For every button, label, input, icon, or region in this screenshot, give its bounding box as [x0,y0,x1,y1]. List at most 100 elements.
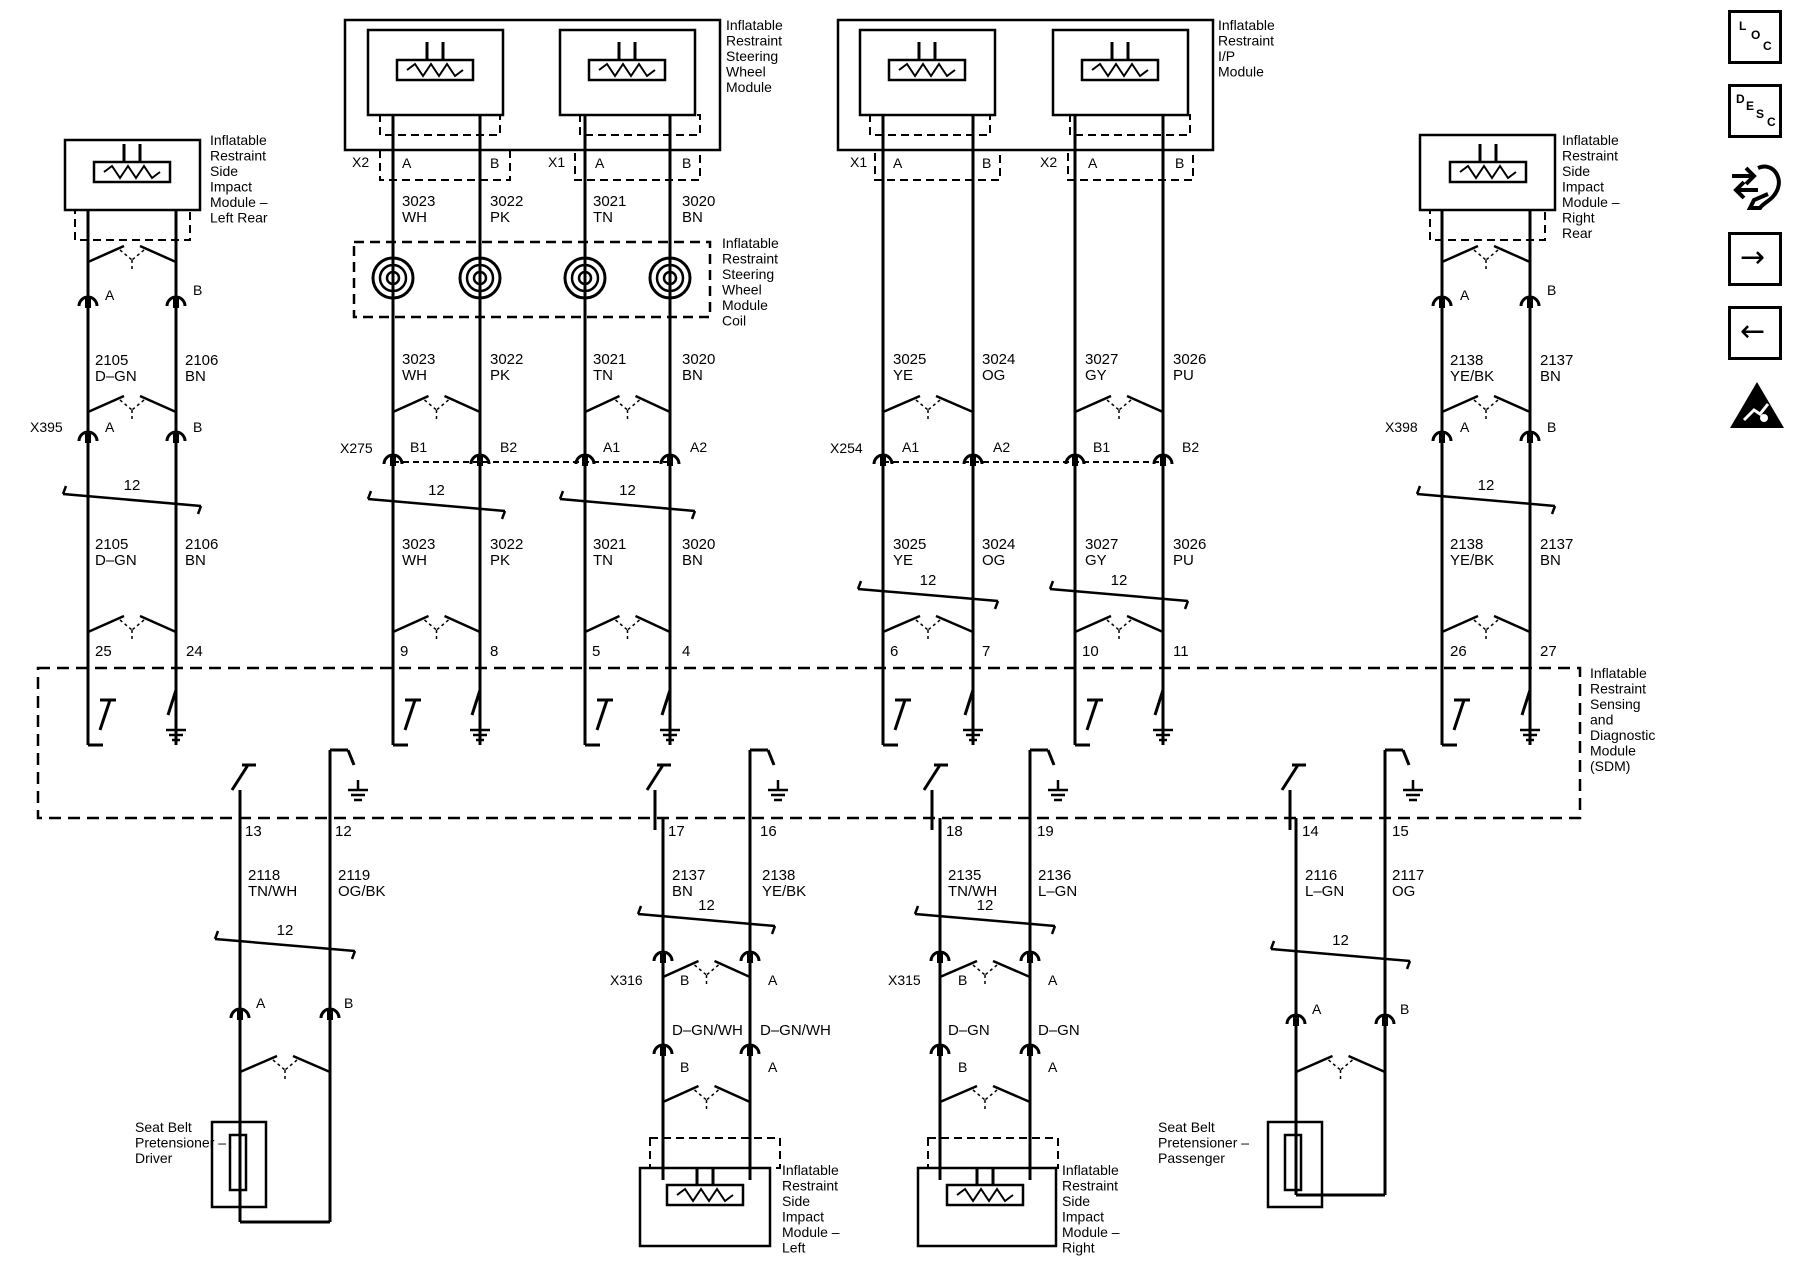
wire-3024-circuit: 3024 [982,351,1015,368]
twisted-pair-marker [1550,505,1557,515]
twist-label: 12 [1111,572,1128,589]
connector-x275: X275 [340,440,373,456]
side-right-label-line: Inflatable [1062,1162,1119,1178]
previous-arrow-icon[interactable]: ← [1728,306,1782,360]
location-icon[interactable]: L O C [1728,10,1782,64]
pin-11: 11 [1173,643,1189,660]
connector-x315: X315 [888,972,921,988]
pin-label: B [958,972,967,988]
steer-conn [379,114,501,136]
wire-dgn: D–GN [1038,1022,1080,1039]
wire-2116-color: L–GN [1305,883,1344,900]
wire-3026-color: PU [1173,367,1194,384]
left-side-resistor [676,1187,734,1203]
ip-conn [869,114,991,136]
pin-9: 9 [400,643,408,660]
pin-27: 27 [1540,643,1557,660]
pin-label: A [1048,972,1058,988]
twisted-pair-marker [62,492,202,508]
wire-2117-circuit: 2117 [1392,867,1424,884]
steer-conn [579,114,701,136]
pin-body [173,298,179,308]
wire-dgnwh: D–GN/WH [672,1022,743,1039]
connector-latch [935,394,974,414]
connector-latch [584,614,621,634]
pin-body [937,953,943,963]
wire-3024-color: OG [982,367,1005,384]
pin-6: 6 [890,643,898,660]
wire-2138-color: YE/BK [762,883,806,900]
pin-label: B [193,282,202,298]
left-rear-squib [92,160,172,184]
pin-label: A [768,1059,778,1075]
twist-label: 12 [977,897,994,914]
connector-latch [392,614,430,634]
twisted-pair-marker [1405,960,1412,970]
ip-module-label-line: Restraint [1218,33,1274,49]
connector-latch [1347,1054,1386,1074]
wire-2137-color: BN [1540,368,1561,385]
pin-label: A [1088,155,1098,171]
connector-pin [739,950,761,962]
wire-3022-circuit: 3022 [490,536,523,553]
steer-2-resistor [598,62,656,78]
side-left-label-line: Inflatable [782,1162,839,1178]
connector-pin [1519,430,1541,442]
pin-label: A [1460,419,1470,435]
wire-3020-color: BN [682,209,703,226]
connector-pin [1431,295,1453,307]
twisted-pair-marker [690,510,697,520]
connector-latch-dot [1485,619,1499,631]
wire-dgn: D–GN [948,1022,990,1039]
right-rear-connector [1429,209,1546,241]
clockspring-coil-icon [371,256,415,300]
pretensioner-driver-label-line: Driver [135,1150,173,1166]
next-arrow-icon[interactable]: → [1728,232,1782,286]
pin-label: B [680,1059,689,1075]
switch-contact [660,689,672,716]
connector-x1: X1 [850,154,867,170]
pin-label: B [1175,155,1184,171]
twisted-pair-marker [1269,940,1276,950]
pin-body [660,953,666,963]
wire-3023-circuit: 3023 [402,351,435,368]
connector-pin [574,453,596,465]
connector-latch [139,244,177,264]
side-right-rear-label-line: Right [1562,210,1595,226]
description-icon[interactable]: D E S C [1728,84,1782,138]
pin-label: B [982,155,991,171]
twisted-pair-marker [366,490,373,500]
pin-body [1027,1046,1033,1056]
twist-label: 12 [619,482,636,499]
sdm-label-line: Sensing [1590,696,1641,712]
wire-3020-circuit: 3020 [682,536,715,553]
twisted-pair-marker [856,580,863,590]
wire-2106-color: BN [185,552,206,569]
pin-label: A2 [690,439,707,455]
connector-latch [1493,394,1531,414]
ip-1-squib [887,58,967,82]
pin-body [85,433,91,443]
side-impact-right-module [916,1166,1058,1248]
wire-3025-circuit: 3025 [893,351,926,368]
pin-body [747,1046,753,1056]
pretensioner-passenger-label-line: Pretensioner – [1158,1135,1249,1151]
connector-latch [713,1084,751,1104]
clockspring-coil-icon [458,256,502,300]
pin-label: A [1460,287,1470,303]
side-right-rear-label-line: Inflatable [1562,132,1619,148]
pin-10: 10 [1082,643,1099,660]
wire-3021-circuit: 3021 [593,193,626,210]
pin-18: 18 [946,823,963,840]
steering-module-label-line: Inflatable [726,17,783,33]
right-rear-squib [1448,160,1528,184]
connector-latch [992,959,1031,979]
twist-label: 12 [920,572,937,589]
wire-3023-circuit: 3023 [402,536,435,553]
pin-24: 24 [186,643,203,660]
left-rear-resistor [103,164,161,180]
connector-icon[interactable] [1728,158,1784,214]
steering-module-label-line: Restraint [726,33,782,49]
connector-latch [1441,244,1479,264]
connector-x254: X254 [830,440,863,456]
